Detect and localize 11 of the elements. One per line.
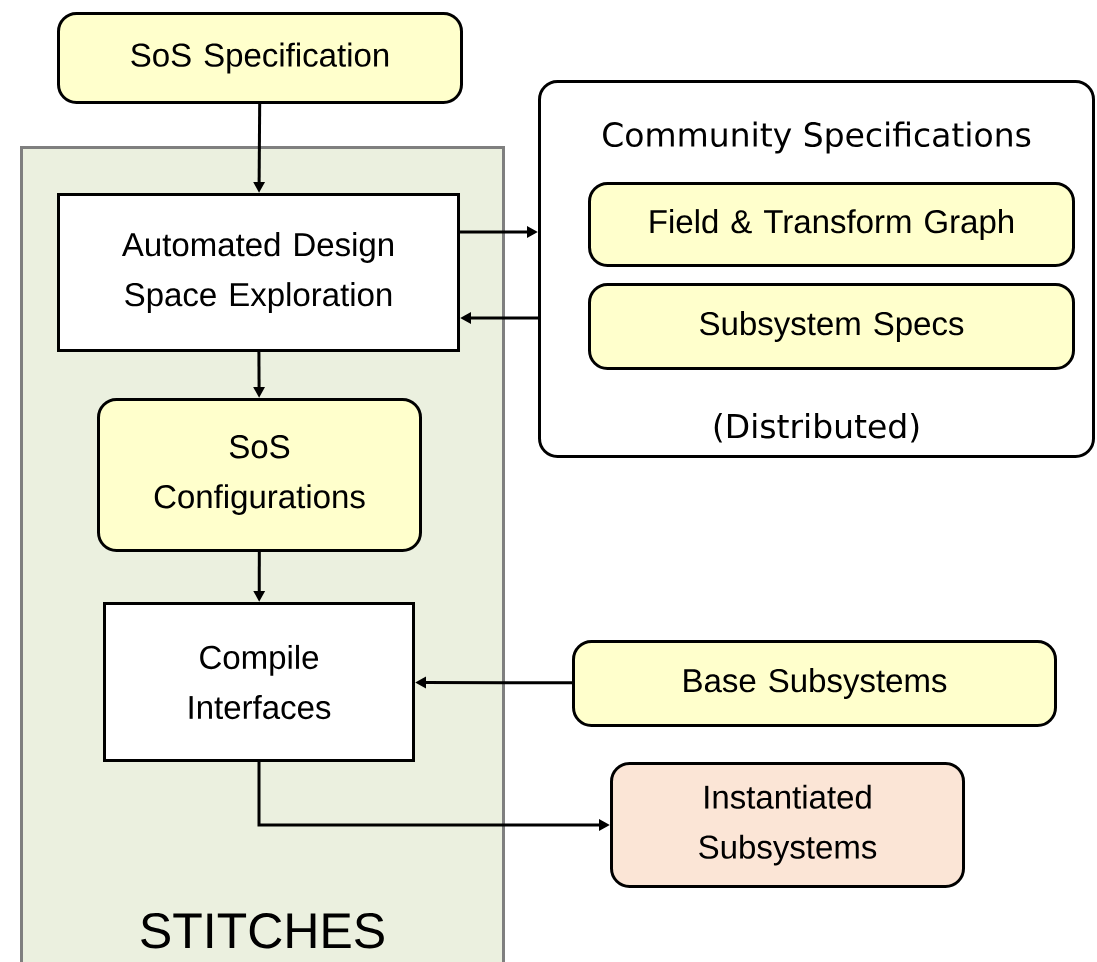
process-box: Instantiated Subsystems: [610, 762, 965, 888]
panel-title: STITCHES: [141, 913, 384, 949]
group-note: (Distributed): [714, 413, 919, 443]
process-box: Subsystem Specs: [588, 283, 1075, 370]
process-box: Automated Design Space Exploration: [57, 193, 460, 352]
process-box: SoS Specification: [57, 12, 463, 104]
process-box: Field & Transform Graph: [588, 182, 1075, 267]
process-box: Compile Interfaces: [103, 602, 415, 762]
group-heading: Community Specifications: [603, 121, 1031, 154]
process-box: SoS Configurations: [97, 398, 422, 552]
process-box: Base Subsystems: [572, 640, 1057, 727]
